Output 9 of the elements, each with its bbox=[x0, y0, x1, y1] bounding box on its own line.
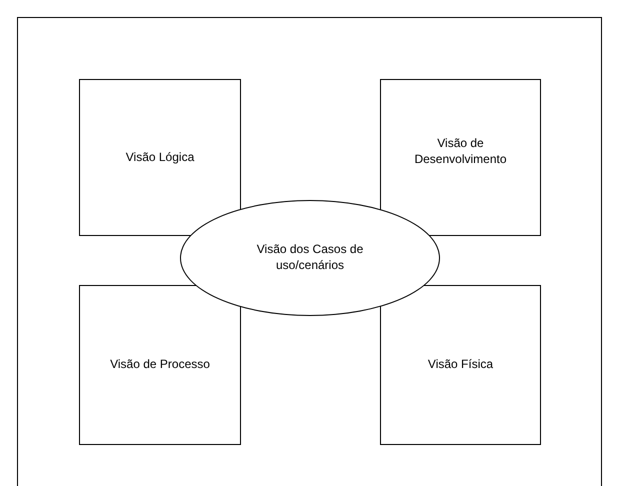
view-box bbox=[380, 79, 541, 236]
view-label: Visão de Desenvolvimento bbox=[413, 136, 508, 168]
view-label: Visão dos Casos de uso/cenários bbox=[256, 242, 364, 274]
view-box bbox=[79, 285, 241, 445]
view-label: Visão Física bbox=[428, 357, 494, 373]
view-box bbox=[380, 285, 541, 445]
view-label: Visão Lógica bbox=[126, 150, 194, 166]
view-label: Visão de Processo bbox=[110, 357, 210, 373]
view-box bbox=[79, 79, 241, 236]
